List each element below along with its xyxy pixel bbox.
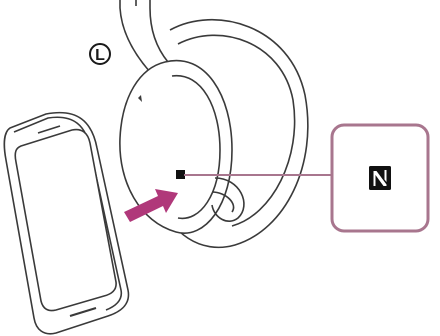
headphone-earcup bbox=[119, 18, 309, 249]
nfc-n-mark-icon bbox=[369, 166, 391, 190]
smartphone-device bbox=[3, 111, 130, 335]
pad-detail-mark bbox=[138, 95, 142, 102]
nfc-callout bbox=[330, 123, 430, 233]
tap-direction-arrow bbox=[124, 189, 178, 222]
nfc-detection-spot bbox=[176, 170, 185, 179]
left-side-marker: L bbox=[89, 43, 111, 65]
headband bbox=[119, 0, 169, 73]
left-side-label: L bbox=[95, 47, 105, 64]
